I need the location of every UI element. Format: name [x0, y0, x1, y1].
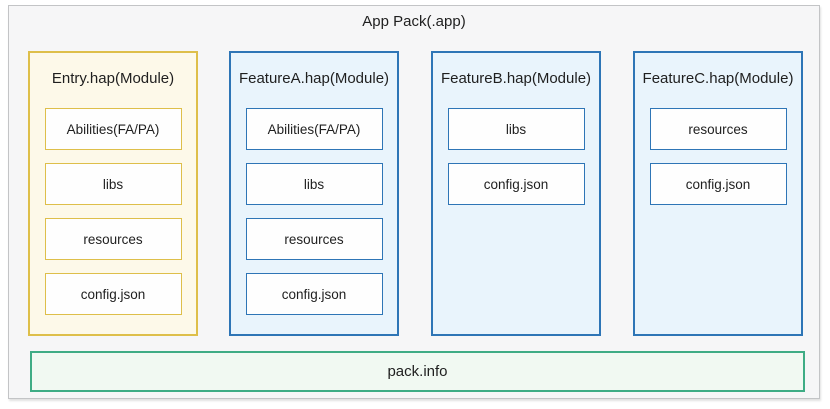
item-config-json: config.json: [44, 273, 182, 315]
item-config-json: config.json: [245, 273, 383, 315]
item-config-json: config.json: [649, 163, 787, 205]
module-featurea-title: FeatureA.hap(Module): [238, 70, 390, 87]
item-config-json: config.json: [447, 163, 585, 205]
item-abilities: Abilities(FA/PA): [44, 108, 182, 150]
app-pack-container: App Pack(.app) Entry.hap(Module) Abiliti…: [8, 5, 820, 399]
module-featurec-hap: FeatureC.hap(Module) resources config.js…: [633, 51, 803, 336]
item-resources: resources: [649, 108, 787, 150]
module-featurec-title: FeatureC.hap(Module): [642, 70, 794, 87]
item-libs: libs: [245, 163, 383, 205]
app-pack-title: App Pack(.app): [362, 13, 466, 30]
module-featureb-hap: FeatureB.hap(Module) libs config.json: [431, 51, 601, 336]
item-libs: libs: [44, 163, 182, 205]
module-entry-items: Abilities(FA/PA) libs resources config.j…: [30, 108, 196, 315]
module-featurec-items: resources config.json: [635, 108, 801, 205]
module-entry-title: Entry.hap(Module): [51, 70, 175, 87]
module-featurea-hap: FeatureA.hap(Module) Abilities(FA/PA) li…: [229, 51, 399, 336]
module-featurea-items: Abilities(FA/PA) libs resources config.j…: [231, 108, 397, 315]
module-entry-hap: Entry.hap(Module) Abilities(FA/PA) libs …: [28, 51, 198, 336]
module-featureb-items: libs config.json: [433, 108, 599, 205]
item-abilities: Abilities(FA/PA): [245, 108, 383, 150]
item-resources: resources: [245, 218, 383, 260]
item-libs: libs: [447, 108, 585, 150]
pack-info-bar: pack.info: [30, 351, 805, 392]
module-featureb-title: FeatureB.hap(Module): [440, 70, 592, 87]
item-resources: resources: [44, 218, 182, 260]
